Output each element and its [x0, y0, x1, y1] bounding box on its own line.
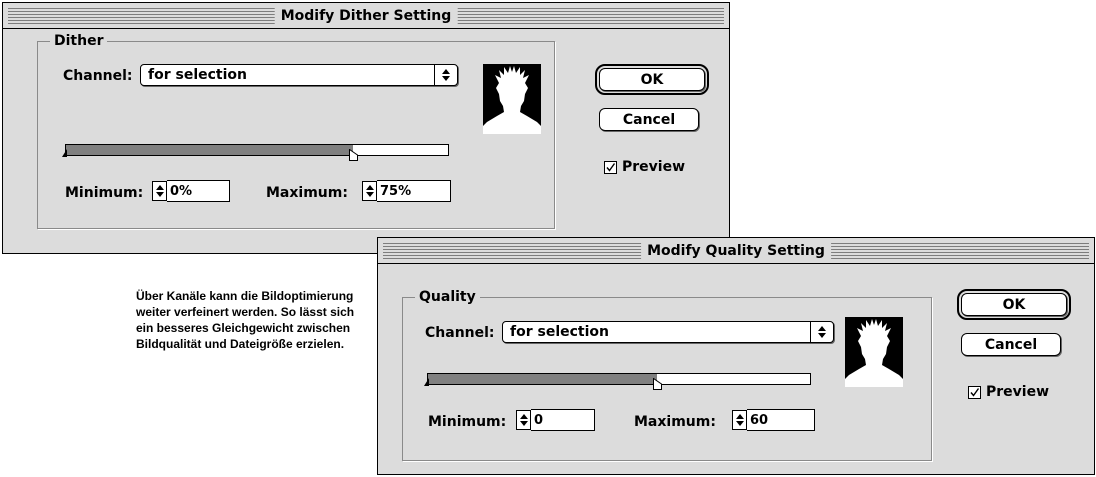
quality-preview-checkbox[interactable]: Preview: [968, 383, 1049, 401]
dither-title: Modify Dither Setting: [274, 6, 458, 26]
quality-channel-popup[interactable]: for selection: [502, 321, 834, 343]
dither-group: Dither: [37, 32, 555, 229]
dither-channel-label: Channel:: [63, 68, 133, 84]
checkmark-icon: [968, 385, 981, 399]
stepper-arrows-icon[interactable]: [732, 410, 747, 430]
dither-minimum-input[interactable]: [167, 180, 230, 202]
quality-cancel-button[interactable]: Cancel: [961, 333, 1061, 356]
quality-group-label: Quality: [415, 288, 480, 306]
dither-channel-popup[interactable]: for selection: [140, 64, 458, 86]
quality-channel-label: Channel:: [425, 325, 495, 341]
quality-ok-button[interactable]: OK: [957, 289, 1071, 320]
stepper-arrows-icon[interactable]: [516, 410, 531, 430]
quality-channel-thumbnail: [845, 317, 903, 387]
dither-title-bar[interactable]: Modify Dither Setting: [3, 3, 729, 29]
quality-max-thumb[interactable]: [653, 378, 663, 390]
checkmark-icon: [604, 160, 617, 174]
quality-range-slider[interactable]: [424, 373, 811, 390]
stepper-arrows-icon[interactable]: [362, 181, 377, 201]
head-silhouette-icon: [845, 319, 903, 387]
dither-slider-fill: [66, 145, 353, 155]
quality-slider-fill: [428, 374, 658, 384]
dither-preview-checkbox[interactable]: Preview: [604, 158, 685, 176]
stepper-arrows-icon[interactable]: [152, 181, 167, 201]
quality-dialog: Modify Quality Setting Quality Channel: …: [377, 237, 1095, 475]
dither-ok-button[interactable]: OK: [595, 64, 709, 95]
quality-minimum-label: Minimum:: [428, 414, 507, 430]
quality-maximum-label: Maximum:: [634, 414, 716, 430]
quality-group: Quality: [402, 288, 932, 461]
quality-preview-label: Preview: [986, 384, 1050, 400]
quality-minimum-field: [516, 409, 595, 431]
dither-maximum-input[interactable]: [377, 180, 451, 202]
quality-title: Modify Quality Setting: [641, 241, 831, 261]
dither-cancel-button[interactable]: Cancel: [599, 108, 699, 131]
dither-range-slider[interactable]: [62, 144, 449, 161]
quality-minimum-input[interactable]: [531, 409, 595, 431]
quality-title-bar[interactable]: Modify Quality Setting: [378, 238, 1094, 264]
quality-min-thumb[interactable]: [424, 378, 429, 386]
dither-minimum-field: [152, 180, 230, 202]
popup-arrows-icon: [810, 322, 833, 342]
dither-min-thumb[interactable]: [62, 149, 67, 157]
dither-preview-label: Preview: [622, 159, 686, 175]
quality-maximum-field: [732, 409, 815, 431]
dither-dialog: Modify Dither Setting Dither Channel: fo…: [2, 2, 730, 254]
dither-minimum-label: Minimum:: [65, 185, 144, 201]
dither-maximum-field: [362, 180, 451, 202]
dither-channel-value: for selection: [148, 67, 247, 83]
dither-group-label: Dither: [50, 32, 108, 50]
dither-max-thumb[interactable]: [348, 149, 358, 161]
quality-maximum-input[interactable]: [747, 409, 815, 431]
dither-maximum-label: Maximum:: [266, 185, 348, 201]
head-silhouette-icon: [483, 66, 541, 134]
dither-channel-thumbnail: [483, 64, 541, 134]
caption-text: Über Kanäle kann die Bildoptimierung wei…: [136, 289, 355, 351]
quality-channel-value: for selection: [510, 324, 609, 340]
popup-arrows-icon: [434, 65, 457, 85]
